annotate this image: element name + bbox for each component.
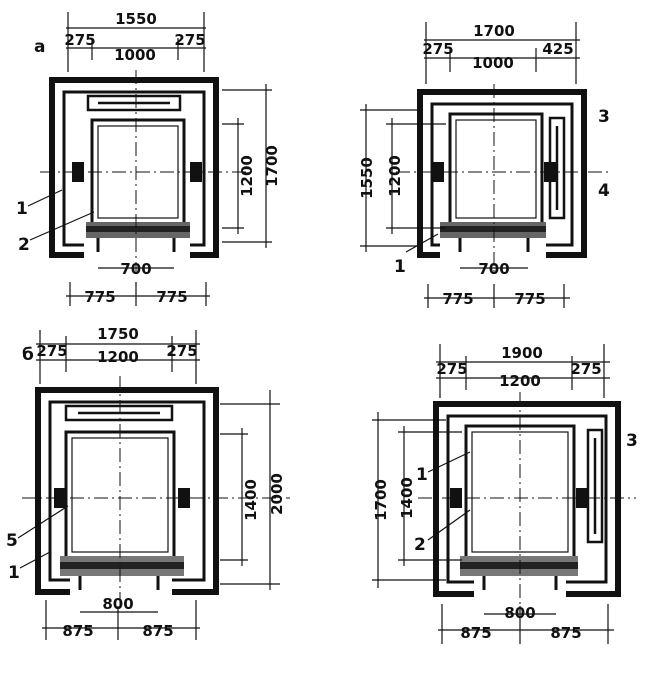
plan-a-left: а 1550 275 1000 275 <box>16 10 281 306</box>
plan-b-left-shaft-wall <box>35 387 219 595</box>
plan-b-right-leaders <box>427 451 471 541</box>
plan-b-right-door <box>460 556 578 590</box>
variant-label-a: а <box>34 37 45 57</box>
plan-a-left-centerlines <box>40 70 250 272</box>
plan-a-left-shaft-wall <box>49 77 219 258</box>
plan-a-left-inner-width: 1000 <box>114 46 156 64</box>
plan-a-left-top-dimensions <box>66 12 206 72</box>
plan-b-left-car-depth: 1400 <box>242 479 260 521</box>
plan-b-right-callout-3: 3 <box>626 431 638 451</box>
plan-a-right-callout-1: 1 <box>394 257 406 277</box>
plan-b-right-door-width: 800 <box>504 604 535 622</box>
plan-a-right-callout-4: 4 <box>598 181 610 201</box>
plan-a-left-door <box>86 222 190 252</box>
plan-b-left: б 1750 275 1200 275 <box>6 325 290 640</box>
plan-b-left-shaft-depth: 2000 <box>268 473 286 515</box>
plan-b-right-bottom-left: 875 <box>460 624 491 642</box>
plan-a-left-callout-1: 1 <box>16 199 28 219</box>
plan-b-left-leaders <box>17 505 69 569</box>
plan-b-right-callout-2: 2 <box>414 535 426 555</box>
plan-a-right-bottom-right: 775 <box>514 290 545 308</box>
plan-b-right-bottom-right: 875 <box>550 624 581 642</box>
plan-a-left-callout-2: 2 <box>18 235 30 255</box>
plan-b-left-left-offset: 275 <box>36 342 67 360</box>
plan-b-right-centerlines <box>418 392 636 610</box>
plan-a-right-shaft-wall <box>417 89 587 258</box>
plan-b-left-right-offset: 275 <box>166 342 197 360</box>
plan-b-right-inner-width: 1200 <box>499 372 541 390</box>
plan-b-right-top-dimensions <box>436 344 610 398</box>
plan-a-left-bottom-right: 775 <box>156 288 187 306</box>
plan-a-right-side-dimensions <box>360 104 446 252</box>
plan-b-right-side-dimensions <box>372 412 462 588</box>
plan-a-right-leaders <box>405 233 439 253</box>
plan-b-left-callout-1: 1 <box>8 563 20 583</box>
plan-a-right-callout-3: 3 <box>598 107 610 127</box>
plan-a-left-shaft-depth: 1700 <box>263 145 281 187</box>
plan-a-right-car <box>448 112 544 226</box>
plan-a-right-bottom-left: 775 <box>442 290 473 308</box>
variant-label-b: б <box>22 345 34 365</box>
plan-a-left-bottom-left: 775 <box>84 288 115 306</box>
plan-b-left-centerlines <box>22 376 290 606</box>
plan-a-right-overall-width: 1700 <box>473 22 515 40</box>
plan-a-left-bottom-dimensions <box>66 267 210 306</box>
plan-b-left-inner-width: 1200 <box>97 348 139 366</box>
plan-a-right-shaft-depth: 1550 <box>358 157 376 199</box>
plan-b-right-shaft-wall <box>433 401 621 597</box>
plan-a-left-overall-width: 1550 <box>115 10 157 28</box>
plan-b-right-bottom-dimensions <box>438 604 614 644</box>
plan-a-left-left-offset: 275 <box>64 31 95 49</box>
plan-b-right-car-depth: 1400 <box>398 477 416 519</box>
plan-a-right-door <box>440 222 546 252</box>
plan-a-right-right-offset: 425 <box>542 40 573 58</box>
plan-a-left-leaders <box>27 189 95 241</box>
plan-a-left-right-offset: 275 <box>174 31 205 49</box>
plan-b-right-callout-1: 1 <box>416 465 428 485</box>
plan-b-right-shaft-depth: 1700 <box>372 479 390 521</box>
plan-b-right-right-offset: 275 <box>570 360 601 378</box>
plan-a-left-counterweight <box>86 94 182 112</box>
plan-a-right-centerlines <box>396 84 610 276</box>
plan-a-right-door-width: 700 <box>478 260 509 278</box>
plan-b-left-counterweight <box>64 404 174 422</box>
plan-a-right: 1700 275 1000 425 <box>358 22 610 308</box>
plan-b-left-overall-width: 1750 <box>97 325 139 343</box>
plan-b-left-side-dimensions <box>220 390 280 590</box>
plan-b-right: 1900 275 1200 275 <box>372 344 638 644</box>
plan-b-left-bottom-right: 875 <box>142 622 173 640</box>
plan-a-right-inner-width: 1000 <box>472 54 514 72</box>
plan-a-right-left-offset: 275 <box>422 40 453 58</box>
plan-a-left-side-dimensions <box>222 84 272 248</box>
plan-b-left-callout-5: 5 <box>6 531 18 551</box>
plan-b-right-overall-width: 1900 <box>501 344 543 362</box>
plan-b-left-door-width: 800 <box>102 595 133 613</box>
plan-a-right-top-dimensions <box>424 22 580 84</box>
plan-b-left-door <box>60 556 184 590</box>
plan-a-right-car-depth: 1200 <box>386 155 404 197</box>
plan-b-right-left-offset: 275 <box>436 360 467 378</box>
plan-b-right-counterweight <box>586 428 604 544</box>
plan-a-right-bottom-dimensions <box>424 267 570 308</box>
plan-b-left-bottom-left: 875 <box>62 622 93 640</box>
plan-b-left-bottom-dimensions <box>42 600 200 640</box>
plan-a-left-door-width: 700 <box>120 260 151 278</box>
plan-a-left-car-depth: 1200 <box>238 155 256 197</box>
plan-b-left-top-dimensions <box>36 330 200 384</box>
